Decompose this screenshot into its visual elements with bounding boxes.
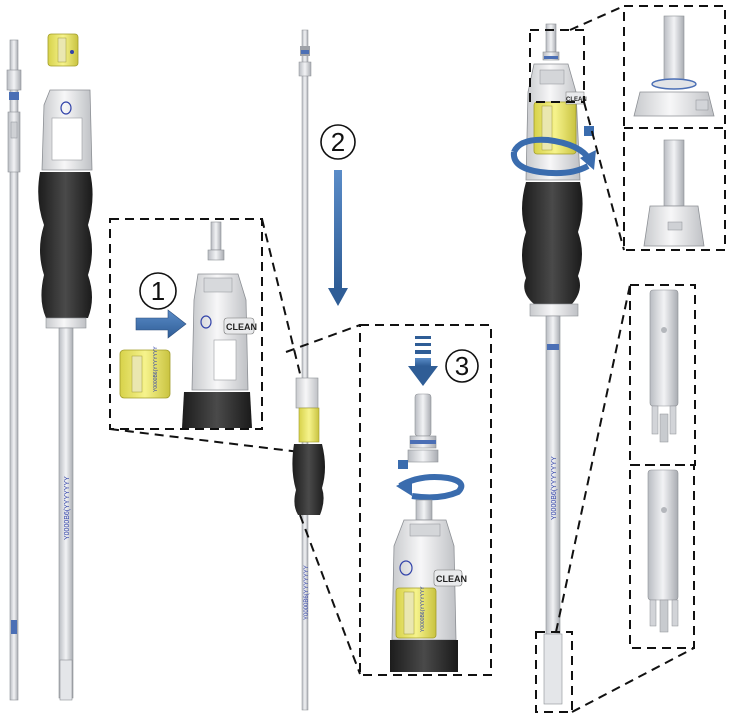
step3-sleeve-code: Y0000B6(YYYYYYY (420, 586, 426, 632)
clean-label-step1: CLEAN (226, 322, 257, 332)
right-arrow-icon (135, 309, 187, 339)
zoom-box-top (623, 5, 726, 251)
zoom-box-bottom (629, 284, 696, 649)
step-1-detail-box: CLEAN Y0000B6(YYYYYYY 1 (109, 218, 263, 430)
clean-label-right: CLEAN (566, 97, 587, 103)
rotation-arrow-icon (396, 460, 465, 501)
step-3-leader-lines (285, 324, 361, 675)
right-leader-lines (555, 5, 695, 713)
step-3-detail-box: 3 CLEAN Y0000B6(YYYYYYY (359, 324, 492, 676)
right-shaft-code: Y0000B6(YYYYYYY (551, 456, 558, 520)
right-callout-top-box (529, 29, 585, 103)
step-2-marker: 2 (320, 124, 356, 160)
separate-rod (6, 39, 22, 701)
step-2-number: 2 (331, 127, 345, 157)
clean-label-step3: CLEAN (436, 574, 467, 584)
rotation-arrow-icon (510, 126, 596, 177)
step-1-number: 1 (151, 276, 165, 306)
step-1-marker: 1 (139, 272, 177, 310)
down-arrow-icon (408, 336, 438, 386)
step-3-number: 3 (455, 351, 469, 381)
right-handle-assembly: CLEAN Y0000B6(YYYYYYY (510, 23, 596, 705)
step-3-marker: 3 (445, 349, 479, 383)
left-handle-assembly: Y0000B6(YYYYYYY (38, 89, 93, 701)
step-1-leader-lines (109, 218, 305, 453)
yellow-cap-part (47, 33, 79, 67)
right-callout-tip-box (535, 631, 573, 713)
middle-rod-assembly: Y0000B6(YYYYYYY (292, 29, 325, 711)
left-shaft-code: Y0000B6(YYYYYYY (64, 476, 71, 540)
down-arrow-icon (328, 170, 348, 306)
middle-rod-code: Y0000B6(YYYYYYY (304, 565, 310, 620)
sleeve-code: Y0000B6(YYYYYYY (153, 346, 159, 392)
